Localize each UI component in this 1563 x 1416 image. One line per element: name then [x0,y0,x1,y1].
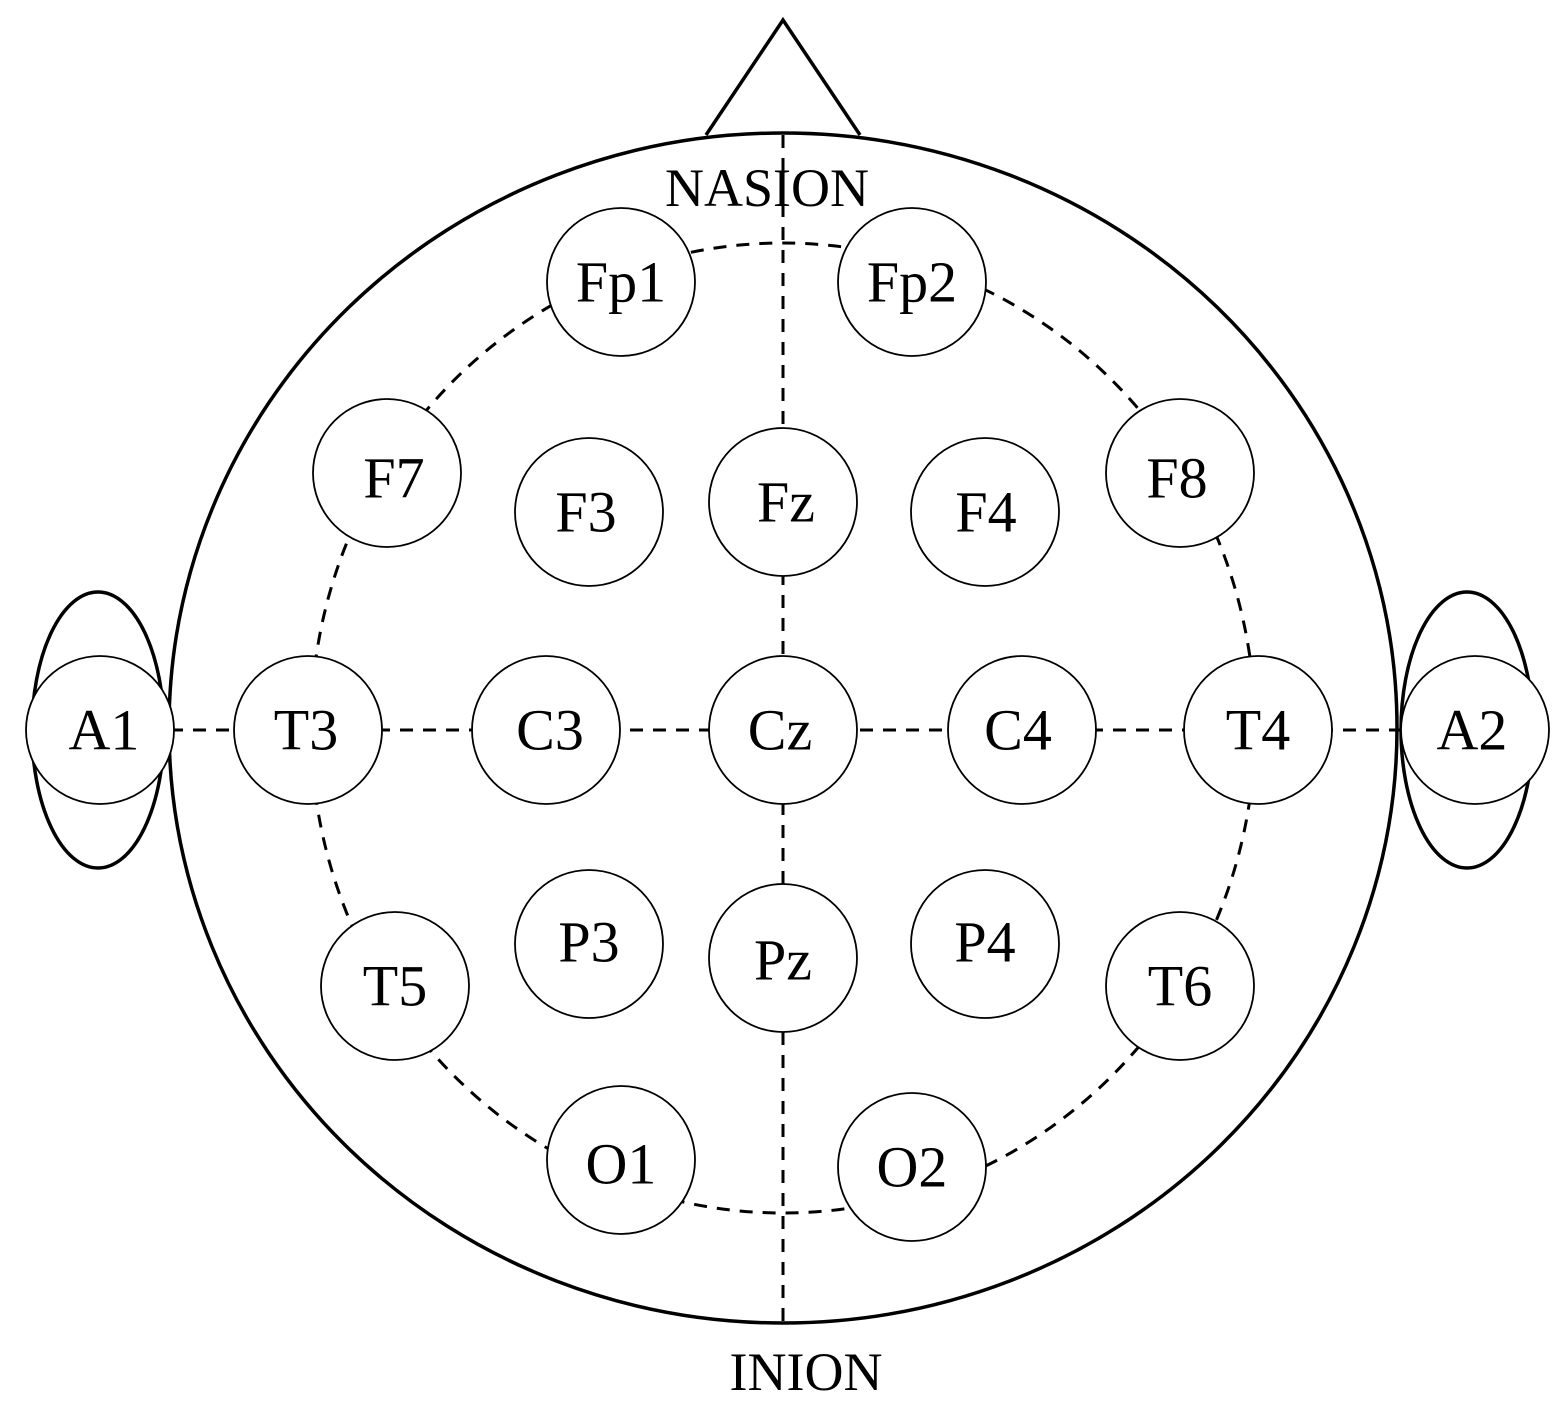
electrode-label: F7 [363,446,424,511]
electrode-label: F3 [555,480,616,545]
electrode-c4: C4 [947,655,1097,805]
electrode-label: T3 [274,698,338,763]
electrode-p4: P4 [910,869,1060,1019]
electrode-label: A1 [69,698,140,763]
electrode-f3: F3 [514,437,664,587]
electrode-t6: T6 [1105,911,1255,1061]
electrode-o2: O2 [837,1092,987,1242]
electrode-label: A2 [1437,698,1508,763]
electrode-cz: Cz [708,655,858,805]
electrode-label: F8 [1146,446,1207,511]
electrode-label: Fp2 [867,250,957,315]
electrode-label: O2 [877,1135,948,1200]
electrode-c3: C3 [471,655,621,805]
electrode-t3: T3 [233,655,383,805]
electrode-label: C4 [984,698,1052,763]
electrode-label: T6 [1148,954,1212,1019]
electrode-fp2: Fp2 [837,207,987,357]
electrode-a1: A1 [25,655,175,805]
nose [704,16,862,136]
electrode-fp1: Fp1 [546,207,696,357]
electrode-label: P3 [558,910,619,975]
inion-label: INION [730,1342,883,1402]
electrode-t5: T5 [320,911,470,1061]
electrode-label: Cz [748,698,812,763]
electrode-label: Fp1 [576,250,666,315]
electrode-label: Pz [754,928,812,993]
electrode-label: P4 [954,910,1015,975]
electrode-label: O1 [586,1132,657,1197]
electrode-f8: F8 [1105,398,1255,548]
electrode-f7: F7 [312,398,462,548]
electrode-fz: Fz [708,427,858,577]
electrode-pz: Pz [708,883,858,1033]
electrode-a2: A2 [1400,655,1550,805]
electrode-p3: P3 [514,869,664,1019]
electrode-label: F4 [955,480,1016,545]
electrode-label: T5 [363,954,427,1019]
electrode-o1: O1 [546,1085,696,1235]
electrode-t4: T4 [1183,655,1333,805]
electrode-label: T4 [1226,698,1290,763]
electrode-f4: F4 [910,437,1060,587]
electrode-label: Fz [757,470,815,535]
electrode-label: C3 [516,698,584,763]
nasion-label: NASION [665,158,869,218]
